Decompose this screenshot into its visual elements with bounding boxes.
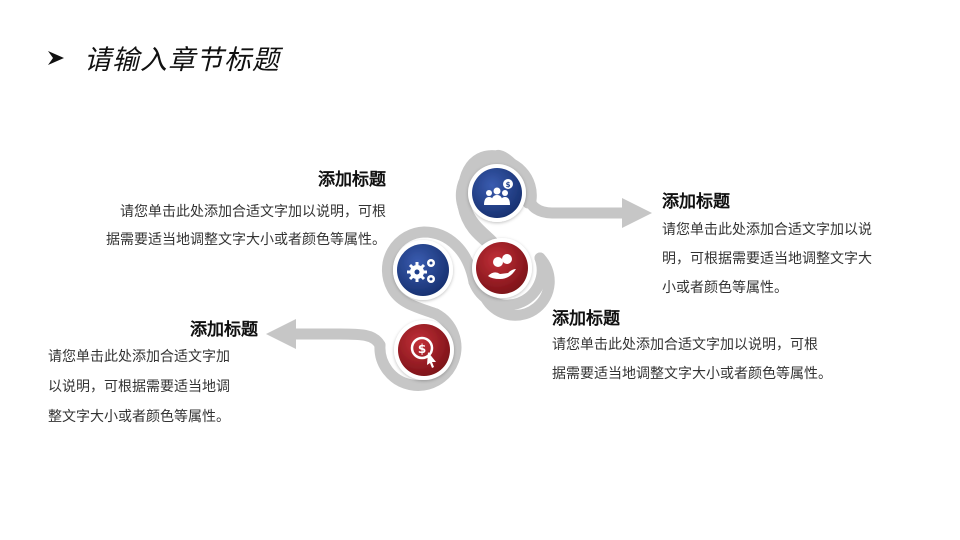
people-dollar-icon: $ <box>484 179 513 205</box>
title-row: 请输入章节标题 <box>46 38 280 77</box>
text-block-2: 添加标题 请您单击此处添加合适文字加以说 明，可根据需要适当地调整文字大 小或者… <box>662 187 912 303</box>
text-block-4: 添加标题 请您单击此处添加合适文字加 以说明，可根据需要适当地调 整文字大小或者… <box>48 315 258 432</box>
block-body: 请您单击此处添加合适文字加以说明，可根 据需要适当地调整文字大小或者颜色等属性。 <box>552 337 832 382</box>
block-body: 请您单击此处添加合适文字加以说明，可根 据需要适当地调整文字大小或者颜色等属性。 <box>106 204 386 248</box>
arrow-right-head <box>622 198 652 228</box>
dollar-click-node <box>394 320 454 380</box>
flow-track <box>290 150 628 391</box>
text-block-1: 添加标题 请您单击此处添加合适文字加以说明，可根 据需要适当地调整文字大小或者颜… <box>50 165 386 254</box>
page-title: 请输入章节标题 <box>84 45 280 76</box>
block-heading: 添加标题 <box>552 309 620 329</box>
arrow-left-head <box>266 319 296 349</box>
block-heading: 添加标题 <box>318 170 386 190</box>
block-body: 请您单击此处添加合适文字加以说 明，可根据需要适当地调整文字大 小或者颜色等属性… <box>662 222 872 296</box>
block-body: 请您单击此处添加合适文字加 以说明，可根据需要适当地调 整文字大小或者颜色等属性… <box>48 349 230 425</box>
svg-text:$: $ <box>506 181 511 189</box>
svg-text:$: $ <box>418 342 426 356</box>
block-heading: 添加标题 <box>662 192 730 212</box>
hand-coins-node <box>472 238 532 298</box>
dollar-click-icon: $ <box>410 336 436 368</box>
block-heading: 添加标题 <box>190 320 258 340</box>
arrowhead-bullet-icon <box>48 50 64 65</box>
hand-coins-icon <box>488 254 516 279</box>
gears-icon <box>407 259 435 283</box>
text-block-3: 添加标题 请您单击此处添加合适文字加以说明，可根 据需要适当地调整文字大小或者颜… <box>552 304 882 389</box>
